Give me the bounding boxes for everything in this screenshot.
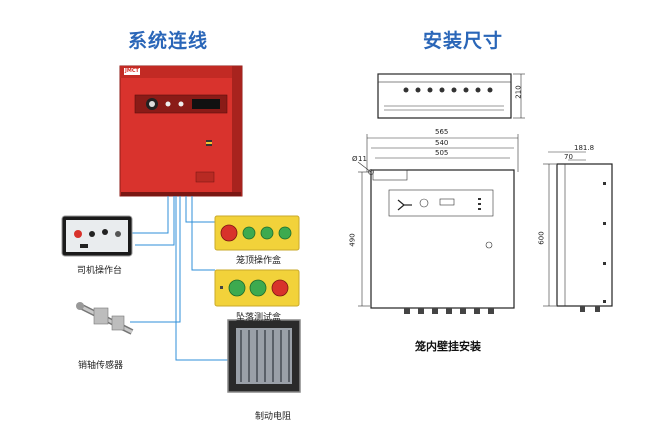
front-view-drawing: [357, 134, 519, 314]
driver-console-illustration: [61, 215, 133, 257]
installation-drawing: [357, 73, 613, 314]
dim-side-height: 600: [537, 231, 546, 245]
top-view-drawing: [377, 73, 525, 119]
system-wiring-diagram: [61, 65, 301, 393]
dim-front-height: 490: [348, 233, 357, 247]
dim-hole-diameter: 11: [358, 155, 367, 163]
fall-test-box-illustration: [214, 269, 300, 307]
brake-resistor-illustration: [227, 319, 301, 393]
dim-side-depth: 181.8: [574, 144, 595, 152]
control-cabinet: [119, 65, 243, 197]
wiring-cables: [130, 196, 228, 361]
brake-resistor-label: 制动电阻: [255, 412, 292, 422]
pin-sensor-illustration: [76, 302, 134, 335]
dim-hole-symbol: Ø: [352, 155, 358, 163]
install-caption: 笼内壁挂安装: [415, 340, 481, 353]
pin-sensor-label: 销轴传感器: [78, 361, 124, 371]
dim-width-mid: 540: [435, 139, 449, 147]
top-station-label: 笼顶操作盒: [236, 256, 282, 266]
top-station-illustration: [214, 215, 300, 251]
dim-top-height: 210: [514, 85, 523, 99]
dim-width-inner: 505: [435, 149, 449, 157]
cabinet-logo: JMCT: [125, 68, 139, 74]
fall-test-box-label: 坠落测试盒: [236, 313, 282, 323]
driver-console-label: 司机操作台: [77, 266, 123, 276]
side-view-drawing: [543, 151, 613, 312]
dim-width-outer: 565: [435, 128, 449, 136]
dim-side-offset: 70: [564, 153, 573, 161]
left-title: 系统连线: [128, 30, 209, 52]
right-title: 安装尺寸: [423, 30, 504, 52]
